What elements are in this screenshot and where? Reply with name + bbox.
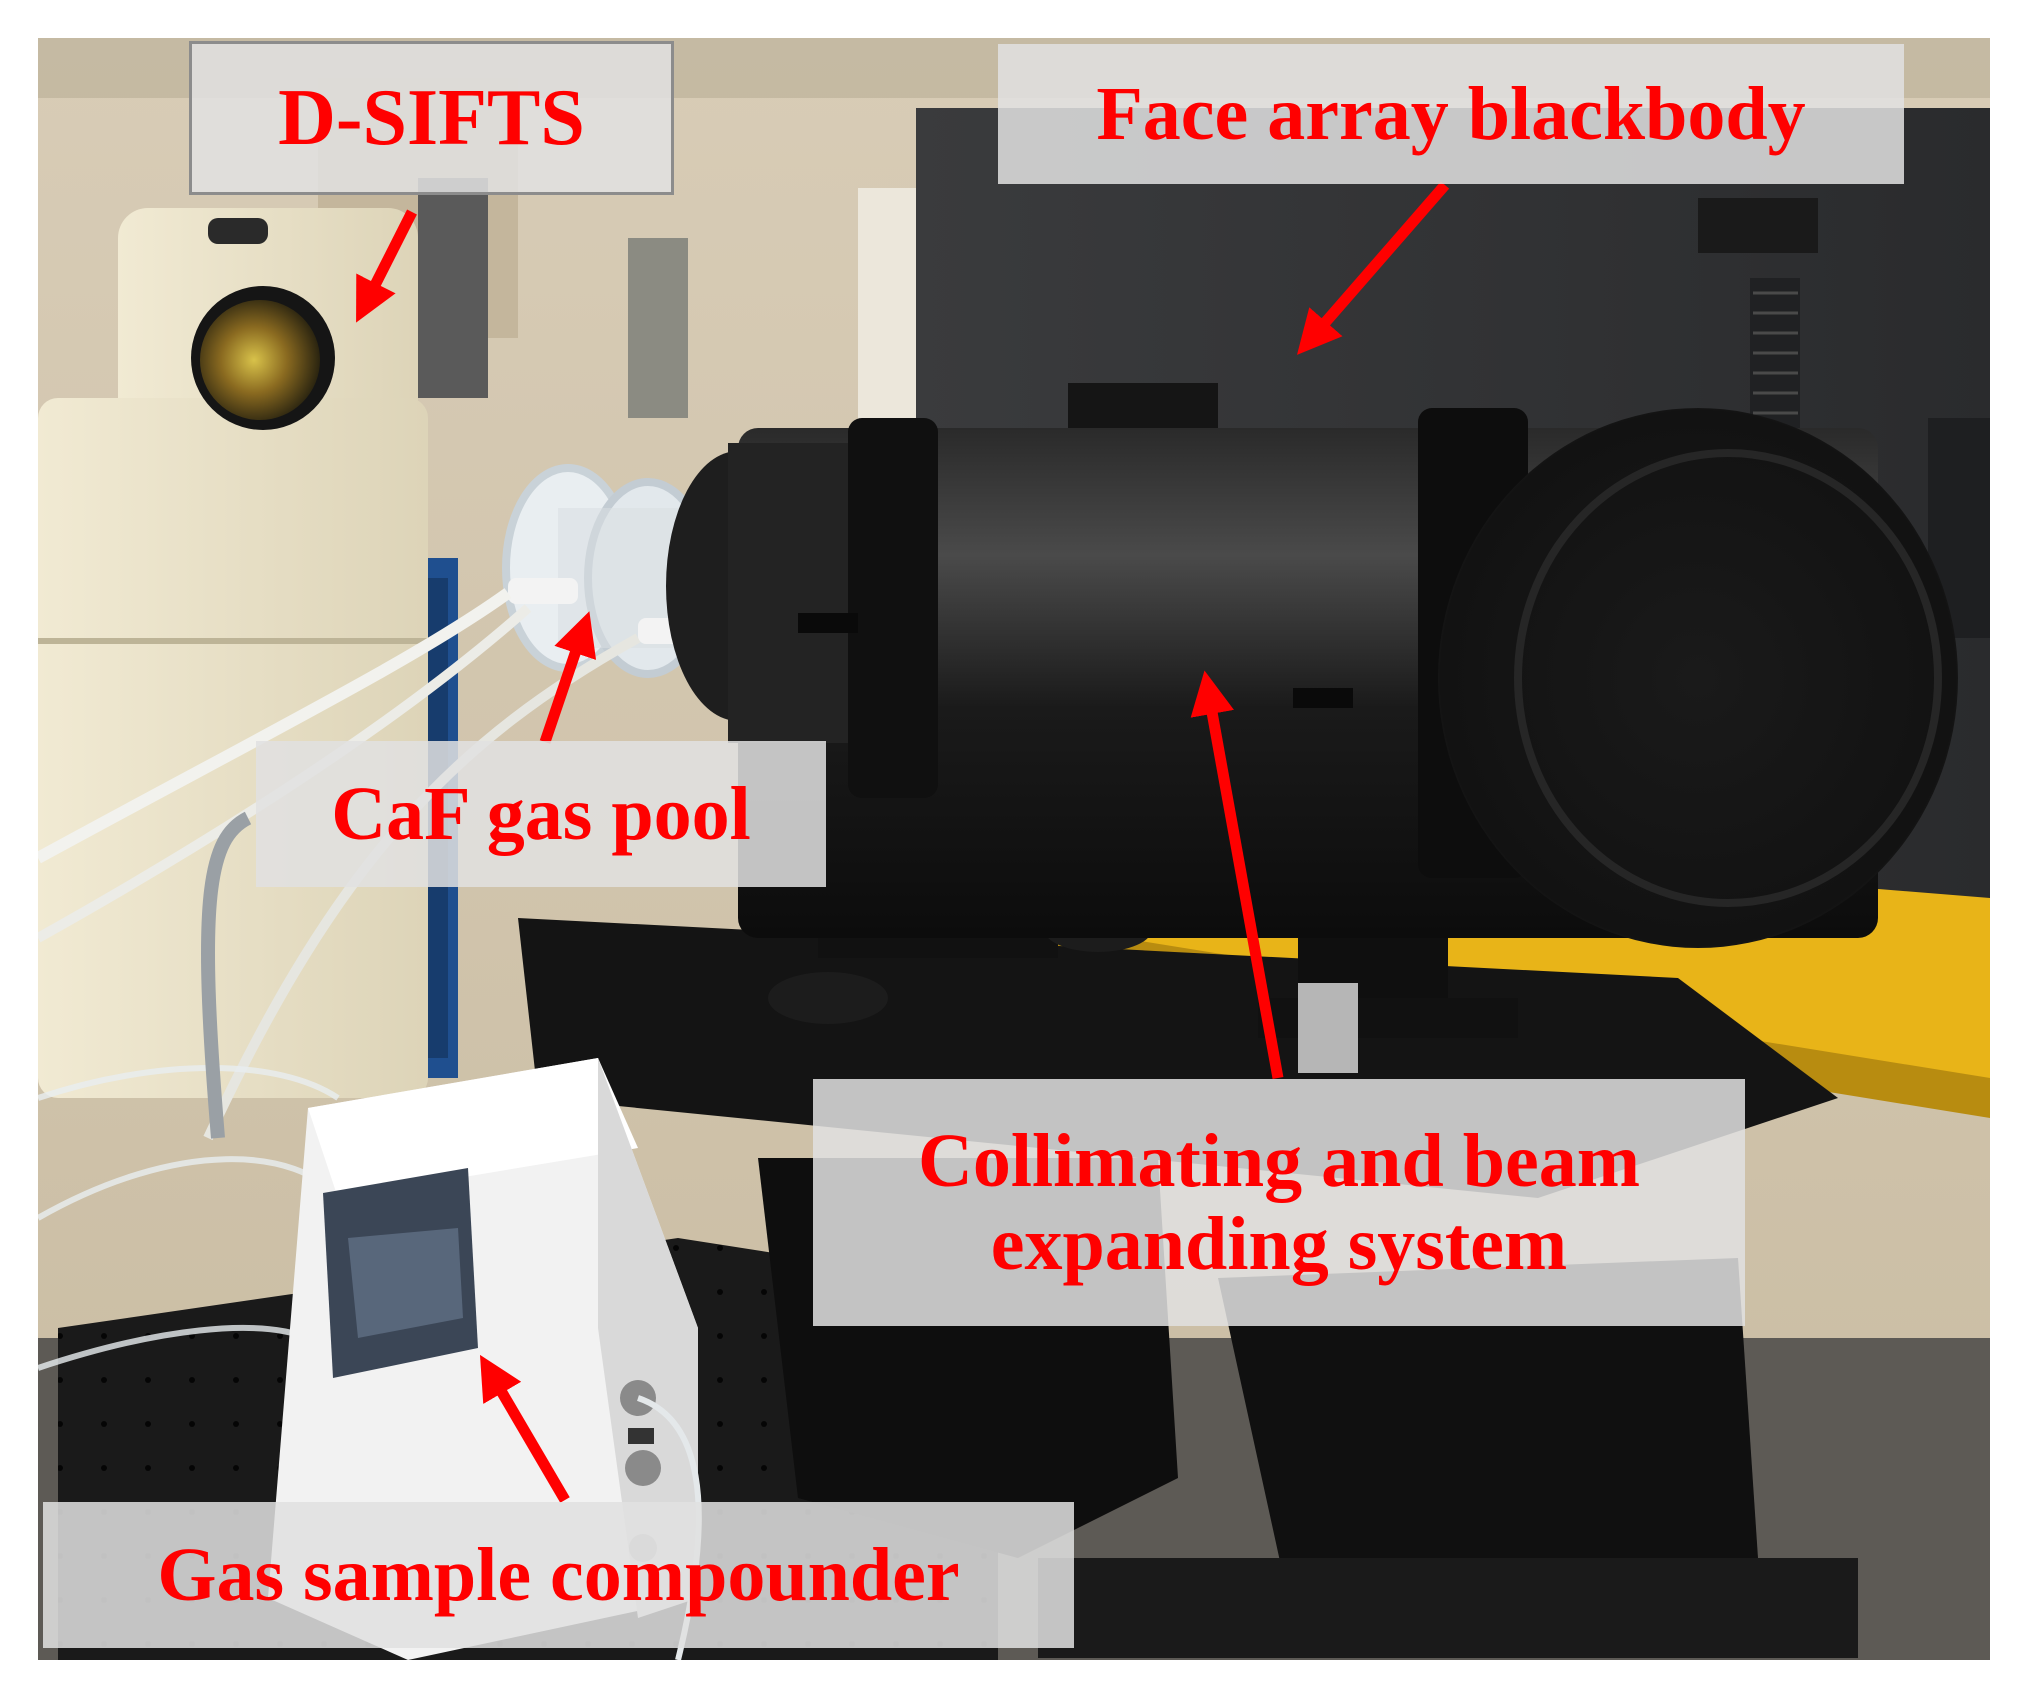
label-gas-pool: CaF gas pool bbox=[256, 741, 826, 887]
compounder-port-2 bbox=[625, 1450, 661, 1486]
silver-post-1 bbox=[1298, 983, 1358, 1073]
steel-pipe bbox=[201, 811, 252, 1139]
gas-pool-fitting bbox=[508, 578, 578, 604]
compounder-top bbox=[308, 1058, 638, 1198]
table-scissor-lift-2 bbox=[1218, 1258, 1758, 1598]
dsifts-indicator bbox=[208, 218, 268, 244]
label-compounder: Gas sample compounder bbox=[43, 1502, 1074, 1648]
collimator-ring-rear bbox=[848, 418, 938, 798]
label-blackbody: Face array blackbody bbox=[998, 44, 1904, 184]
label-blackbody-text: Face array blackbody bbox=[1096, 71, 1806, 156]
compounder-screen-glare bbox=[348, 1228, 463, 1338]
foot-knob-1 bbox=[768, 972, 888, 1024]
blackbody-handle bbox=[1698, 198, 1818, 253]
compounder-side bbox=[598, 1058, 698, 1618]
label-collimating-line1: Collimating and beam bbox=[917, 1119, 1641, 1204]
tube-clamp-tab-2 bbox=[1293, 688, 1353, 708]
collimator-front-cap bbox=[1438, 408, 1958, 948]
label-gas-pool-text: CaF gas pool bbox=[331, 771, 751, 856]
label-collimating: Collimating and beam expanding system bbox=[813, 1079, 1745, 1326]
label-dsifts-text: D-SIFTS bbox=[278, 73, 585, 162]
floor-base bbox=[1038, 1558, 1858, 1658]
dsifts-lens bbox=[200, 300, 320, 420]
collimator-front-cap-rim bbox=[1514, 449, 1942, 907]
gas-tube-6 bbox=[38, 1325, 310, 1371]
gas-tube-1 bbox=[38, 588, 512, 864]
wall-equipment-2 bbox=[628, 238, 688, 418]
label-compounder-text: Gas sample compounder bbox=[157, 1532, 960, 1617]
tube-clamp-tab-1 bbox=[798, 613, 858, 633]
support-foot-right bbox=[1258, 998, 1518, 1038]
dsifts-panel-gap bbox=[38, 638, 428, 644]
label-collimating-line2: expanding system bbox=[990, 1201, 1568, 1286]
label-dsifts: D-SIFTS bbox=[189, 41, 674, 195]
wall-equipment bbox=[418, 178, 488, 398]
compounder-usb bbox=[628, 1428, 654, 1444]
